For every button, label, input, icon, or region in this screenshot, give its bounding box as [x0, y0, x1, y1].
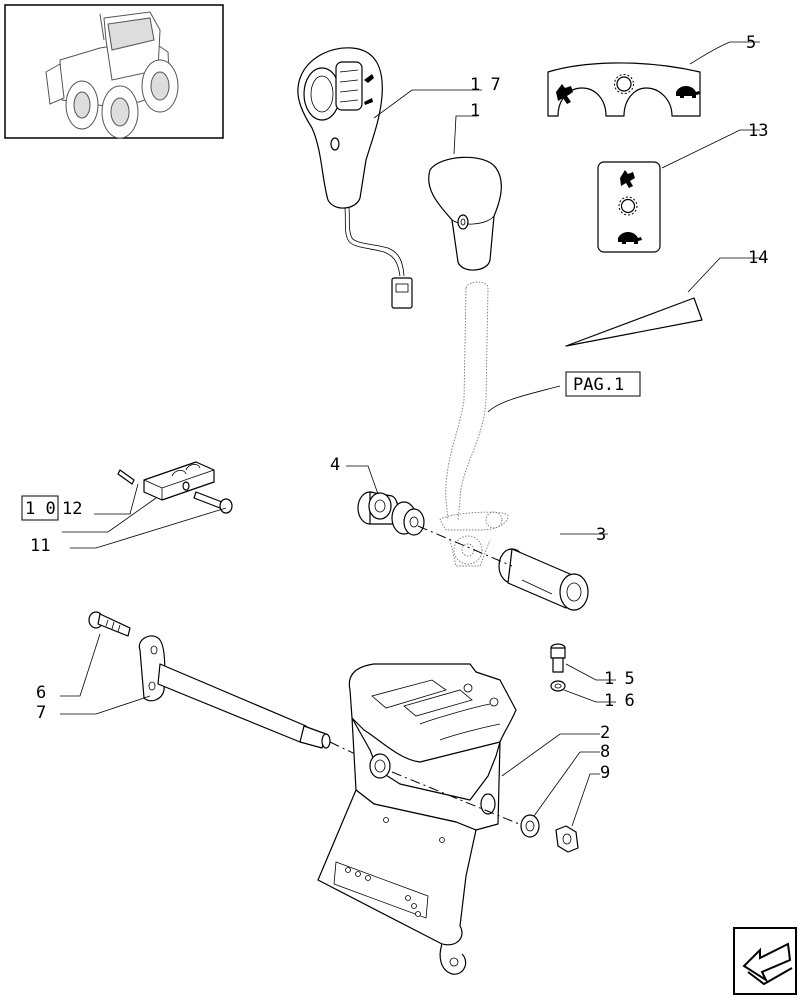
callout-3: 3: [596, 525, 606, 545]
callout-14: 14: [748, 248, 768, 268]
callout-9: 9: [600, 763, 610, 783]
callout-10-box: [21, 495, 59, 521]
speed-decal-plate-part: [597, 161, 661, 253]
mounting-bracket-part: [317, 663, 517, 975]
shaft-axis-line: [329, 741, 373, 763]
callout-10: 1 0: [25, 499, 56, 519]
callout-5: 5: [746, 33, 756, 53]
pin-part: [117, 469, 135, 485]
callout-6: 6: [36, 683, 46, 703]
joystick-handle-part: [297, 47, 413, 309]
washer-small-part: [550, 680, 566, 692]
bushing-pair-part: [357, 491, 425, 536]
bolt-part: [88, 611, 131, 637]
clamp-block-part: [143, 461, 215, 501]
callout-2: 2: [600, 723, 610, 743]
cap-screw-part: [550, 643, 566, 673]
callout-11: 11: [30, 536, 50, 556]
page-reference-box[interactable]: PAG.1: [565, 371, 641, 397]
shaft-flange-part: [138, 635, 331, 749]
wedge-decal-part: [565, 297, 703, 347]
callout-labels: 1 7 1 5 13 14 4 3 1 0 12 11 6 7 1 5 1 6 …: [25, 33, 768, 783]
callout-13: 13: [748, 121, 768, 141]
gear-knob-part: [428, 156, 502, 271]
gear-icon: [614, 74, 634, 94]
speed-decal-strip-part: [547, 62, 701, 117]
callout-1: 1: [470, 101, 480, 121]
callout-12: 12: [62, 499, 82, 519]
callout-15: 1 5: [604, 669, 635, 689]
clamp-bolt-part: [193, 491, 233, 514]
callout-4: 4: [330, 455, 340, 475]
callout-17: 1 7: [470, 75, 501, 95]
bushing-axis-line: [417, 525, 513, 567]
spacer-sleeve-part: [498, 548, 589, 611]
page-reference-label: PAG.1: [573, 375, 624, 395]
callout-8: 8: [600, 742, 610, 762]
hex-nut-part: [555, 825, 579, 853]
turtle-slow-icon: [676, 86, 700, 98]
washer-axis-line: [391, 771, 525, 827]
leader-lines: [60, 41, 760, 827]
gear-lever-reference-ghost: [439, 281, 509, 567]
tractor-thumbnail-icon[interactable]: [4, 4, 224, 139]
callout-16: 1 6: [604, 691, 635, 711]
rabbit-fast-icon: [556, 84, 573, 104]
callout-7: 7: [36, 703, 46, 723]
flat-washer-part: [520, 814, 540, 838]
next-page-arrow-icon[interactable]: [733, 927, 797, 995]
